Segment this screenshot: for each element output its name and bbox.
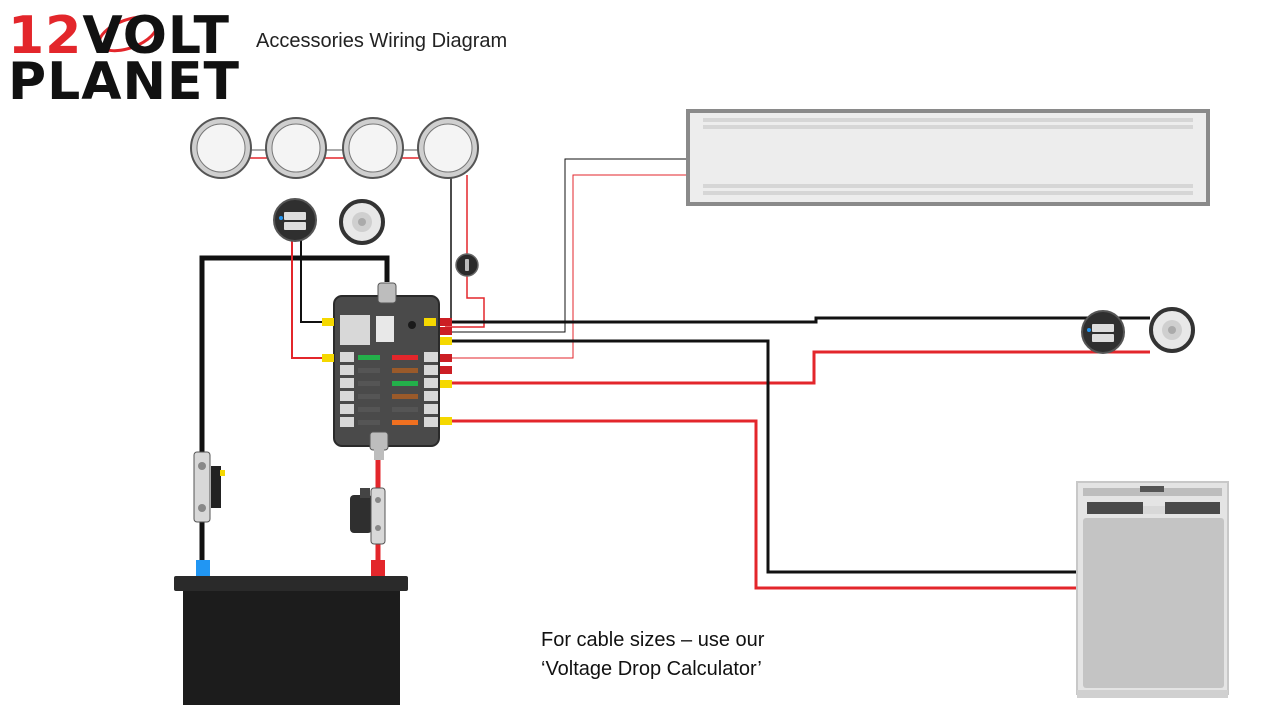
logo-word-bottom: PLANET <box>8 52 241 112</box>
usb-negative-wire <box>300 235 325 323</box>
usb-socket-icon[interactable] <box>1081 310 1125 354</box>
led-strip-light-icon[interactable] <box>686 109 1210 206</box>
usb-socket-icon[interactable] <box>273 198 317 242</box>
downlight-switch-wire-bottom <box>445 276 485 328</box>
logo-word-top: VOLT <box>82 6 230 66</box>
voltmeter-icon[interactable] <box>1149 307 1195 353</box>
fuse-block-icon[interactable] <box>322 282 452 460</box>
downlight-icon[interactable] <box>190 117 252 179</box>
right-usb-positive-wire <box>450 350 1150 385</box>
inline-fuse-icon[interactable] <box>193 451 225 523</box>
brand-logo: 12VOLT <box>8 10 230 62</box>
right-usb-negative-wire <box>450 316 1150 324</box>
strip-positive-wire <box>450 174 688 359</box>
fridge-negative-wire <box>450 339 1080 574</box>
voltmeter-icon[interactable] <box>339 199 385 245</box>
strip-negative-wire <box>450 158 688 333</box>
circuit-breaker-icon[interactable] <box>350 487 386 545</box>
fridge-positive-wire <box>450 419 1080 590</box>
note-line-2: ‘Voltage Drop Calculator’ <box>541 658 762 680</box>
wires <box>199 149 1150 590</box>
logo-number: 12 <box>8 6 83 66</box>
usb-positive-wire <box>291 240 325 359</box>
logo-mark-icon <box>97 15 159 53</box>
downlight-icon[interactable] <box>417 117 479 179</box>
cable-size-note: For cable sizes – use our ‘Voltage Drop … <box>541 626 764 684</box>
brand-logo-bottom: PLANET <box>8 56 240 108</box>
main-negative-wire <box>199 255 390 575</box>
battery-icon[interactable] <box>174 560 408 705</box>
fridge-icon[interactable] <box>1076 481 1229 698</box>
wire-connectors <box>322 318 452 425</box>
fuse-slots <box>340 352 438 427</box>
note-line-1: For cable sizes – use our <box>541 629 765 651</box>
downlight-icon[interactable] <box>265 117 327 179</box>
diagram-title: Accessories Wiring Diagram <box>256 30 508 52</box>
downlight-icon[interactable] <box>342 117 404 179</box>
rocker-switch-icon[interactable] <box>455 253 479 277</box>
